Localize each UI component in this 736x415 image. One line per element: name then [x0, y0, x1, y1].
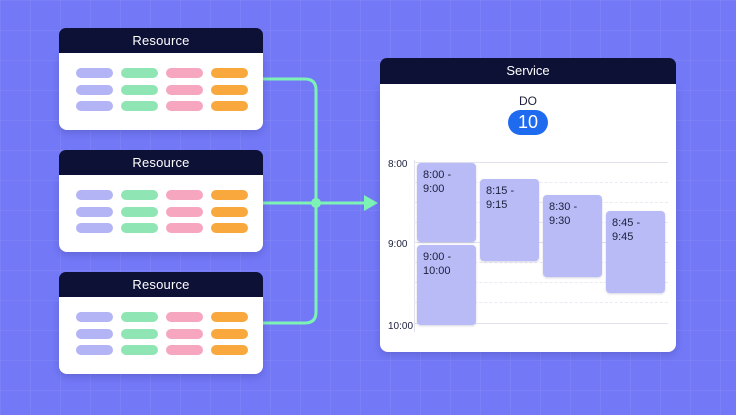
pill-green — [121, 68, 158, 78]
resource-body — [59, 175, 263, 252]
pill-orange — [211, 207, 248, 217]
pill-orange — [211, 190, 248, 200]
pill-orange — [211, 329, 248, 339]
connector-junction — [311, 198, 321, 208]
resource-card-3: Resource — [59, 272, 263, 374]
pill-pink — [166, 312, 203, 322]
pill-green — [121, 190, 158, 200]
pill-green — [121, 312, 158, 322]
day-name: DO — [519, 94, 537, 108]
resource-row — [76, 101, 248, 111]
time-label-10: 10:00 — [388, 321, 414, 332]
resource-title: Resource — [59, 272, 263, 297]
pill-purple — [76, 101, 113, 111]
time-label-9: 9:00 — [388, 239, 408, 250]
hour-line — [414, 242, 668, 243]
quarter-line — [414, 302, 668, 303]
pill-purple — [76, 345, 113, 355]
hour-line — [414, 162, 668, 163]
resource-row — [76, 223, 248, 233]
calendar-view: DO 10 8:00 9:00 10:00 8:00 - 9:00 9:00 -… — [380, 84, 676, 352]
arrow-head — [364, 195, 378, 211]
pill-orange — [211, 312, 248, 322]
event-time: 9:00 - 10:00 — [423, 251, 452, 277]
connector-top — [263, 77, 318, 203]
service-title: Service — [380, 58, 676, 84]
event-block-0800[interactable]: 8:00 - 9:00 — [417, 163, 476, 242]
resource-card-2: Resource — [59, 150, 263, 252]
event-time: 8:15 - 9:15 — [486, 185, 515, 211]
event-time: 8:00 - 9:00 — [423, 169, 452, 195]
event-block-0815[interactable]: 8:15 - 9:15 — [480, 179, 539, 261]
resource-row — [76, 329, 248, 339]
resource-title: Resource — [59, 28, 263, 53]
event-block-0900[interactable]: 9:00 - 10:00 — [417, 245, 476, 325]
pill-green — [121, 223, 158, 233]
pill-green — [121, 207, 158, 217]
event-block-0830[interactable]: 8:30 - 9:30 — [543, 195, 602, 277]
quarter-line — [414, 222, 668, 223]
pill-pink — [166, 329, 203, 339]
pill-purple — [76, 329, 113, 339]
time-label-8: 8:00 — [388, 159, 408, 170]
pill-orange — [211, 101, 248, 111]
resource-row — [76, 312, 248, 322]
resource-body — [59, 297, 263, 374]
pill-green — [121, 101, 158, 111]
pill-pink — [166, 345, 203, 355]
pill-orange — [211, 85, 248, 95]
pill-purple — [76, 312, 113, 322]
pill-pink — [166, 190, 203, 200]
resource-card-1: Resource — [59, 28, 263, 130]
pill-orange — [211, 223, 248, 233]
resource-row — [76, 68, 248, 78]
quarter-line — [414, 282, 668, 283]
hour-line — [414, 323, 668, 324]
resource-row — [76, 85, 248, 95]
resource-row — [76, 207, 248, 217]
event-block-0845[interactable]: 8:45 - 9:45 — [606, 211, 665, 293]
pill-green — [121, 329, 158, 339]
pill-green — [121, 345, 158, 355]
event-time: 8:45 - 9:45 — [612, 217, 641, 243]
pill-orange — [211, 345, 248, 355]
quarter-line — [414, 202, 668, 203]
pill-pink — [166, 207, 203, 217]
connector-bottom — [263, 203, 318, 325]
pill-orange — [211, 68, 248, 78]
pill-purple — [76, 190, 113, 200]
pill-green — [121, 85, 158, 95]
pill-pink — [166, 68, 203, 78]
time-axis — [414, 160, 415, 332]
quarter-line — [414, 262, 668, 263]
pill-purple — [76, 207, 113, 217]
pill-pink — [166, 223, 203, 233]
pill-pink — [166, 101, 203, 111]
quarter-line — [414, 182, 668, 183]
pill-purple — [76, 85, 113, 95]
pill-purple — [76, 68, 113, 78]
service-card: Service DO 10 8:00 9:00 10:00 8:00 - 9:0… — [380, 58, 676, 352]
resource-row — [76, 190, 248, 200]
pill-purple — [76, 223, 113, 233]
resource-row — [76, 345, 248, 355]
event-time: 8:30 - 9:30 — [549, 201, 578, 227]
pill-pink — [166, 85, 203, 95]
resource-body — [59, 53, 263, 130]
resource-title: Resource — [59, 150, 263, 175]
day-number-badge[interactable]: 10 — [508, 110, 548, 135]
